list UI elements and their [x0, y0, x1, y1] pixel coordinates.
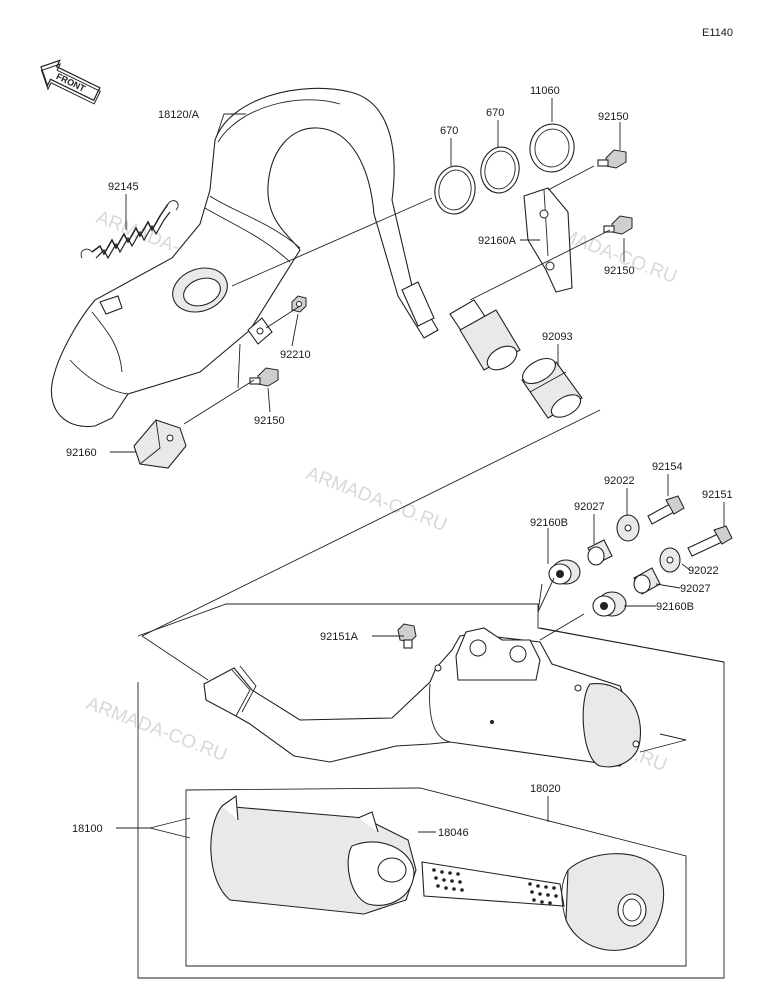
label-92160B-b: 92160B: [656, 601, 694, 613]
o-ring-670-a: [434, 165, 476, 215]
label-18100: 18100: [72, 823, 103, 835]
label-18120A: 18120/A: [158, 109, 200, 121]
bolt-92150-b: [603, 215, 633, 235]
washer-92022-a: [616, 514, 640, 542]
bolt-92151: [687, 525, 733, 557]
watermark-4: ARMADA-CO.RU: [83, 693, 229, 766]
label-92210: 92210: [280, 349, 311, 361]
collar-92027-a: [587, 539, 613, 566]
nut-92210: [291, 295, 307, 313]
bolt-92151A: [397, 623, 417, 649]
label-92027-a: 92027: [574, 501, 605, 513]
label-92027-b: 92027: [680, 583, 711, 595]
watermark-3: ARMADA-CO.RU: [303, 463, 449, 536]
rubber-92160B-a: [548, 559, 581, 585]
sleeve-92093: [521, 357, 583, 419]
bracket-92160A: [523, 187, 573, 293]
label-92150-a: 92150: [598, 111, 629, 123]
bolt-92150-a: [597, 149, 627, 169]
label-92151A: 92151A: [320, 631, 359, 643]
exhaust-header-pipe: [50, 87, 521, 428]
washer-92022-b: [659, 547, 681, 573]
bolt-92150-c: [249, 367, 279, 387]
silencer-inner-18020: [210, 794, 665, 951]
label-18020: 18020: [530, 783, 561, 795]
diagram-code: E1140: [702, 27, 733, 39]
label-92154: 92154: [652, 461, 683, 473]
label-92145: 92145: [108, 181, 139, 193]
label-92160A: 92160A: [478, 235, 517, 247]
bracket-92160: [133, 419, 187, 469]
silencer-body: [203, 627, 642, 768]
perforation-holes: [432, 868, 558, 905]
assembly-18020-frame: [185, 787, 687, 967]
label-670-a: 670: [440, 125, 458, 137]
gasket-11060: [529, 123, 575, 173]
collar-92027-b: [633, 567, 661, 595]
rubber-92160B-b: [592, 591, 627, 617]
label-92150-b: 92150: [604, 265, 635, 277]
spring-92145: [80, 200, 179, 260]
label-92022-b: 92022: [688, 565, 719, 577]
label-18046: 18046: [438, 827, 469, 839]
label-670-b: 670: [486, 107, 504, 119]
label-92150-c: 92150: [254, 415, 285, 427]
label-11060: 11060: [530, 85, 560, 97]
label-92022-a: 92022: [604, 475, 635, 487]
bolt-92154: [647, 495, 685, 525]
label-92151: 92151: [702, 489, 733, 501]
label-92093: 92093: [542, 331, 573, 343]
front-arrow-icon: FRONT: [40, 59, 101, 105]
label-92160B-a: 92160B: [530, 517, 568, 529]
label-92160: 92160: [66, 447, 97, 459]
o-ring-670-b: [480, 146, 520, 194]
